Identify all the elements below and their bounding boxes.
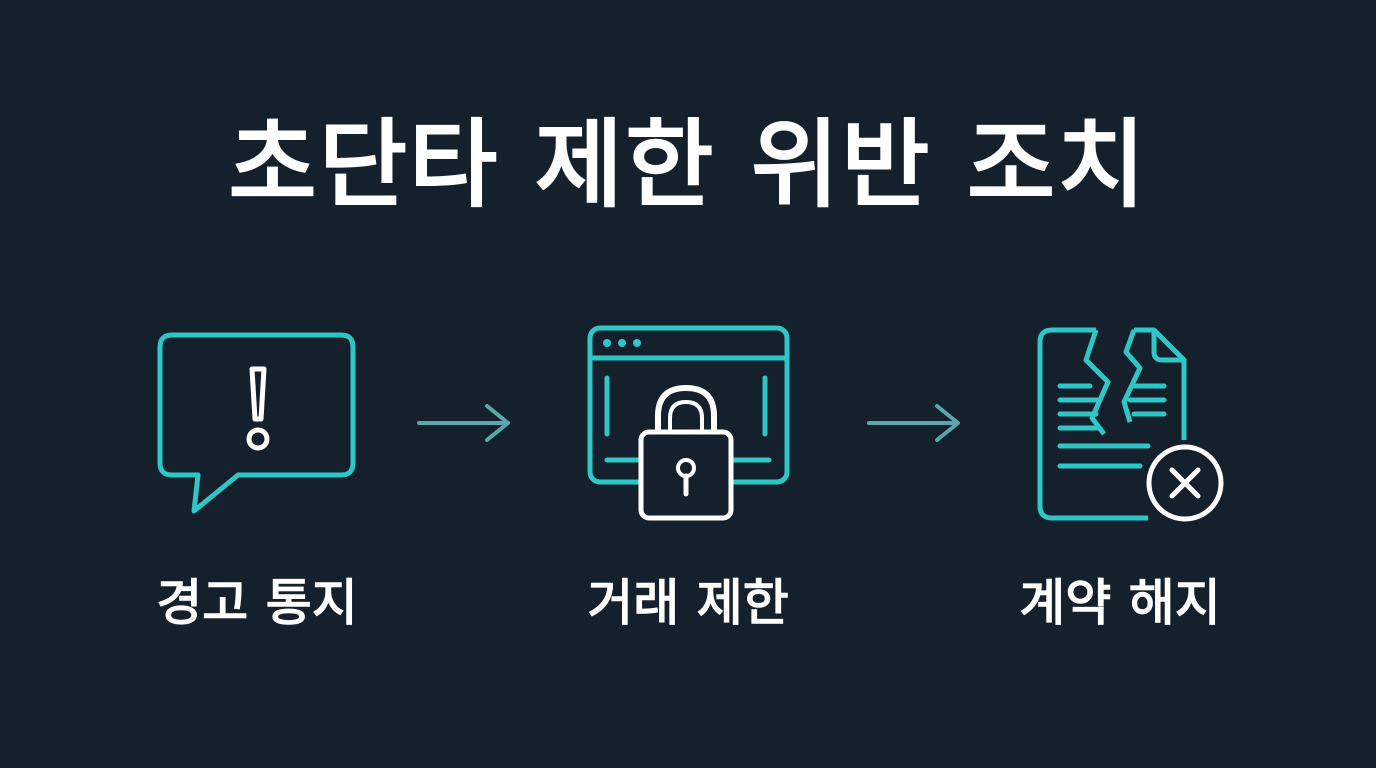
page-title: 초단타 제한 위반 조치 (228, 109, 1148, 221)
step-label-trade-restriction: 거래 제한 (587, 574, 789, 632)
speech-bubble-warning-icon (157, 332, 356, 514)
step-label-contract-termination: 계약 해지 (1019, 574, 1221, 632)
torn-document-cancel-icon (1037, 327, 1224, 522)
browser-lock-icon (587, 325, 790, 521)
step-label-warning: 경고 통지 (156, 574, 358, 632)
arrow-right-icon (867, 404, 960, 442)
arrow-right-icon (417, 404, 510, 442)
